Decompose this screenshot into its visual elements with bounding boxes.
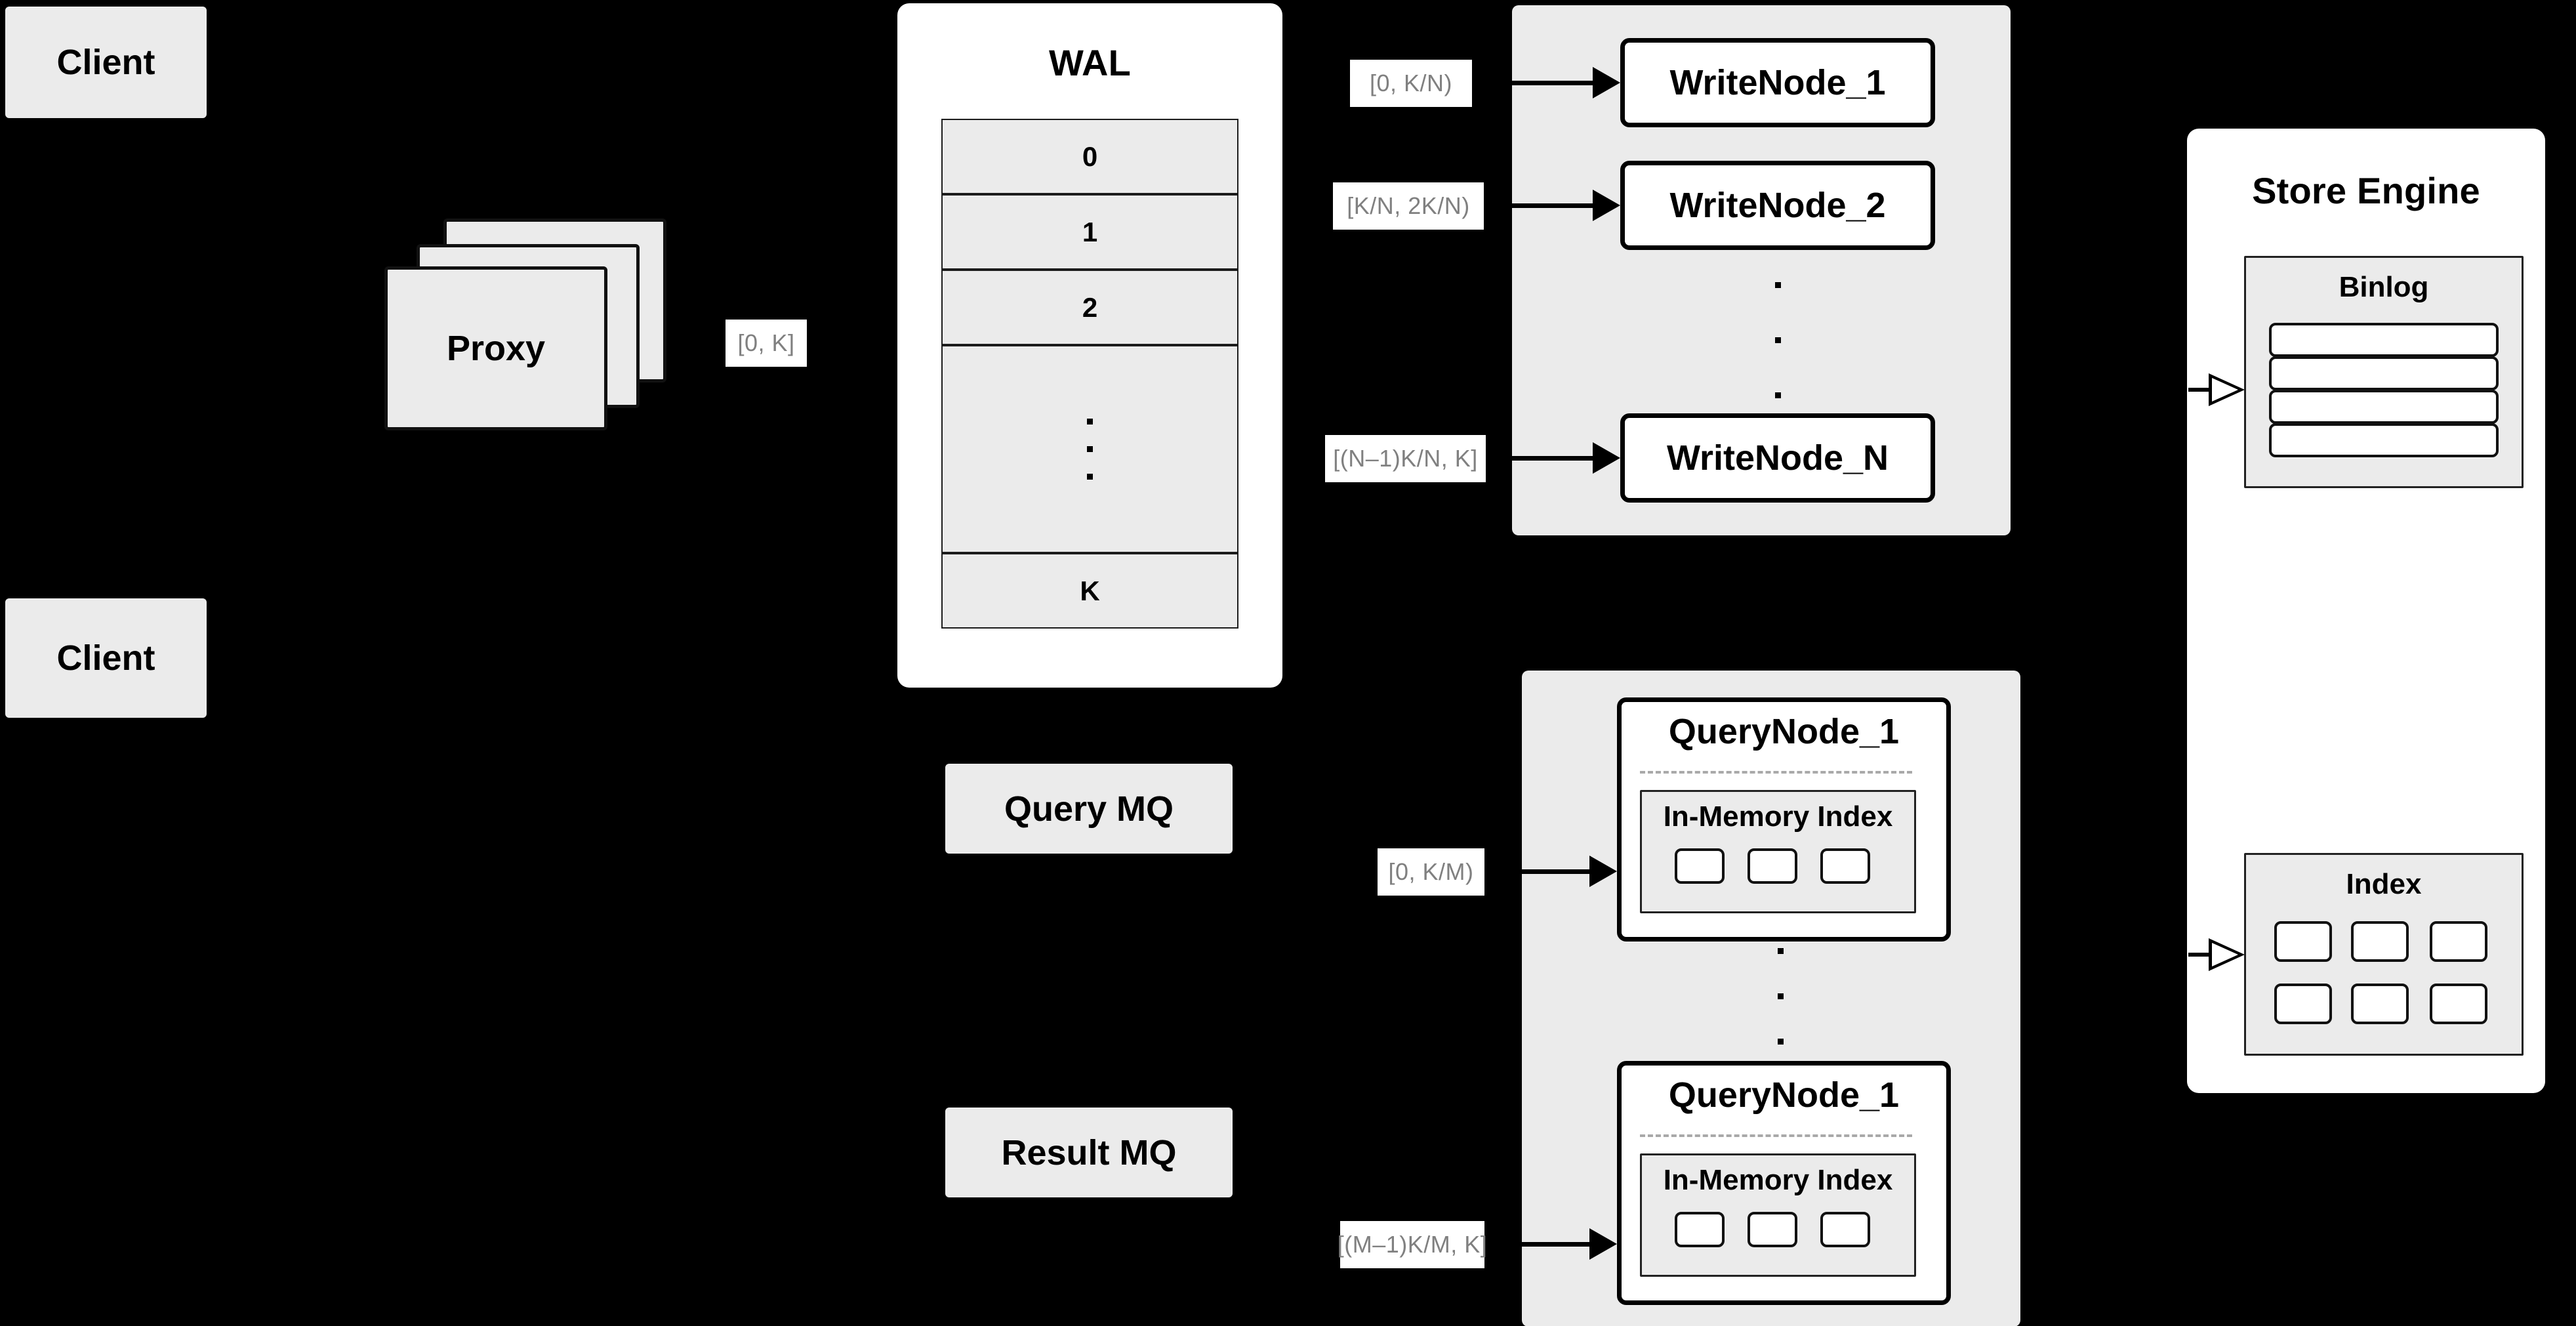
arrow-head-write-2 <box>1593 190 1620 221</box>
store-engine-title: Store Engine <box>2252 169 2480 211</box>
result-mq-box[interactable]: Result MQ <box>945 1108 1233 1197</box>
in-memory-index-slot <box>1748 1212 1797 1247</box>
edge-label-write-node-n: [(N–1)K/N, K] <box>1325 435 1486 482</box>
binlog-slot <box>2269 423 2499 457</box>
wal-title: WAL <box>1048 41 1131 83</box>
wal-vertical-ellipsis <box>1087 419 1093 480</box>
client-label-1: Client <box>56 43 155 82</box>
write-node-1[interactable]: WriteNode_1 <box>1620 38 1935 127</box>
index-slot <box>2274 921 2332 962</box>
in-memory-index-1: In-Memory Index <box>1640 790 1916 913</box>
write-cluster-ellipsis <box>1775 282 1781 398</box>
binlog-panel: Binlog <box>2244 256 2524 488</box>
arrow-head-query-m <box>1589 1228 1617 1260</box>
arrow-shaft-query-1 <box>1522 869 1594 874</box>
index-slot <box>2351 921 2409 962</box>
binlog-slot <box>2269 390 2499 424</box>
index-slot <box>2430 984 2487 1024</box>
in-memory-index-slot <box>1748 848 1797 884</box>
binlog-slot <box>2269 356 2499 390</box>
query-node-1[interactable]: QueryNode_1 In-Memory Index <box>1617 697 1951 942</box>
client-label-2: Client <box>56 638 155 678</box>
edge-label-query-node-1: [0, K/M) <box>1378 848 1484 896</box>
in-memory-index-1-title: In-Memory Index <box>1663 800 1893 833</box>
arrow-shaft-to-index <box>2188 953 2216 957</box>
query-node-m-title: QueryNode_1 <box>1668 1075 1900 1115</box>
edge-label-write-node-1: [0, K/N) <box>1350 60 1472 107</box>
arrow-head-query-1 <box>1589 856 1617 887</box>
index-title: Index <box>2346 868 2422 900</box>
proxy-label: Proxy <box>446 329 546 368</box>
edge-label-proxy-to-wal: [0, K] <box>726 320 807 367</box>
client-box-1[interactable]: Client <box>5 7 207 118</box>
index-slot <box>2430 921 2487 962</box>
binlog-title: Binlog <box>2339 271 2429 303</box>
arrow-shaft-to-binlog <box>2188 388 2216 392</box>
wal-row-ellipsis <box>941 345 1238 553</box>
arrow-shaft-query-m <box>1522 1242 1594 1247</box>
arrow-shaft-write-n <box>1512 456 1597 461</box>
edge-label-write-node-2: [K/N, 2K/N) <box>1333 182 1484 230</box>
in-memory-index-slot <box>1820 848 1870 884</box>
arrow-shaft-write-2 <box>1512 203 1597 208</box>
index-slot <box>2351 984 2409 1024</box>
query-node-1-title: QueryNode_1 <box>1668 712 1900 751</box>
write-node-2[interactable]: WriteNode_2 <box>1620 161 1935 250</box>
in-memory-index-slot <box>1675 1212 1725 1247</box>
query-mq-box[interactable]: Query MQ <box>945 764 1233 854</box>
wal-row: 2 <box>941 270 1238 345</box>
in-memory-index-m-title: In-Memory Index <box>1663 1164 1893 1196</box>
proxy-card-front[interactable]: Proxy <box>384 266 607 430</box>
client-box-2[interactable]: Client <box>5 598 207 718</box>
index-slot <box>2274 984 2332 1024</box>
wal-row: K <box>941 553 1238 629</box>
query-cluster-ellipsis <box>1778 948 1784 1045</box>
arrow-head-to-index <box>2209 938 2245 971</box>
in-memory-index-m: In-Memory Index <box>1640 1153 1916 1277</box>
arrow-head-to-binlog <box>2209 373 2245 406</box>
query-node-m-divider <box>1640 1134 1912 1137</box>
arrow-shaft-write-1 <box>1512 81 1597 85</box>
write-node-n[interactable]: WriteNode_N <box>1620 413 1935 503</box>
edge-label-query-node-m: [(M–1)K/M, K] <box>1338 1221 1487 1268</box>
query-node-1-divider <box>1640 771 1912 774</box>
binlog-slot <box>2269 323 2499 357</box>
index-panel: Index <box>2244 853 2524 1056</box>
arrow-head-write-1 <box>1593 67 1620 98</box>
wal-row: 1 <box>941 194 1238 270</box>
query-node-m[interactable]: QueryNode_1 In-Memory Index <box>1617 1061 1951 1305</box>
in-memory-index-slot <box>1675 848 1725 884</box>
wal-row: 0 <box>941 119 1238 194</box>
in-memory-index-slot <box>1820 1212 1870 1247</box>
arrow-head-write-n <box>1593 442 1620 474</box>
